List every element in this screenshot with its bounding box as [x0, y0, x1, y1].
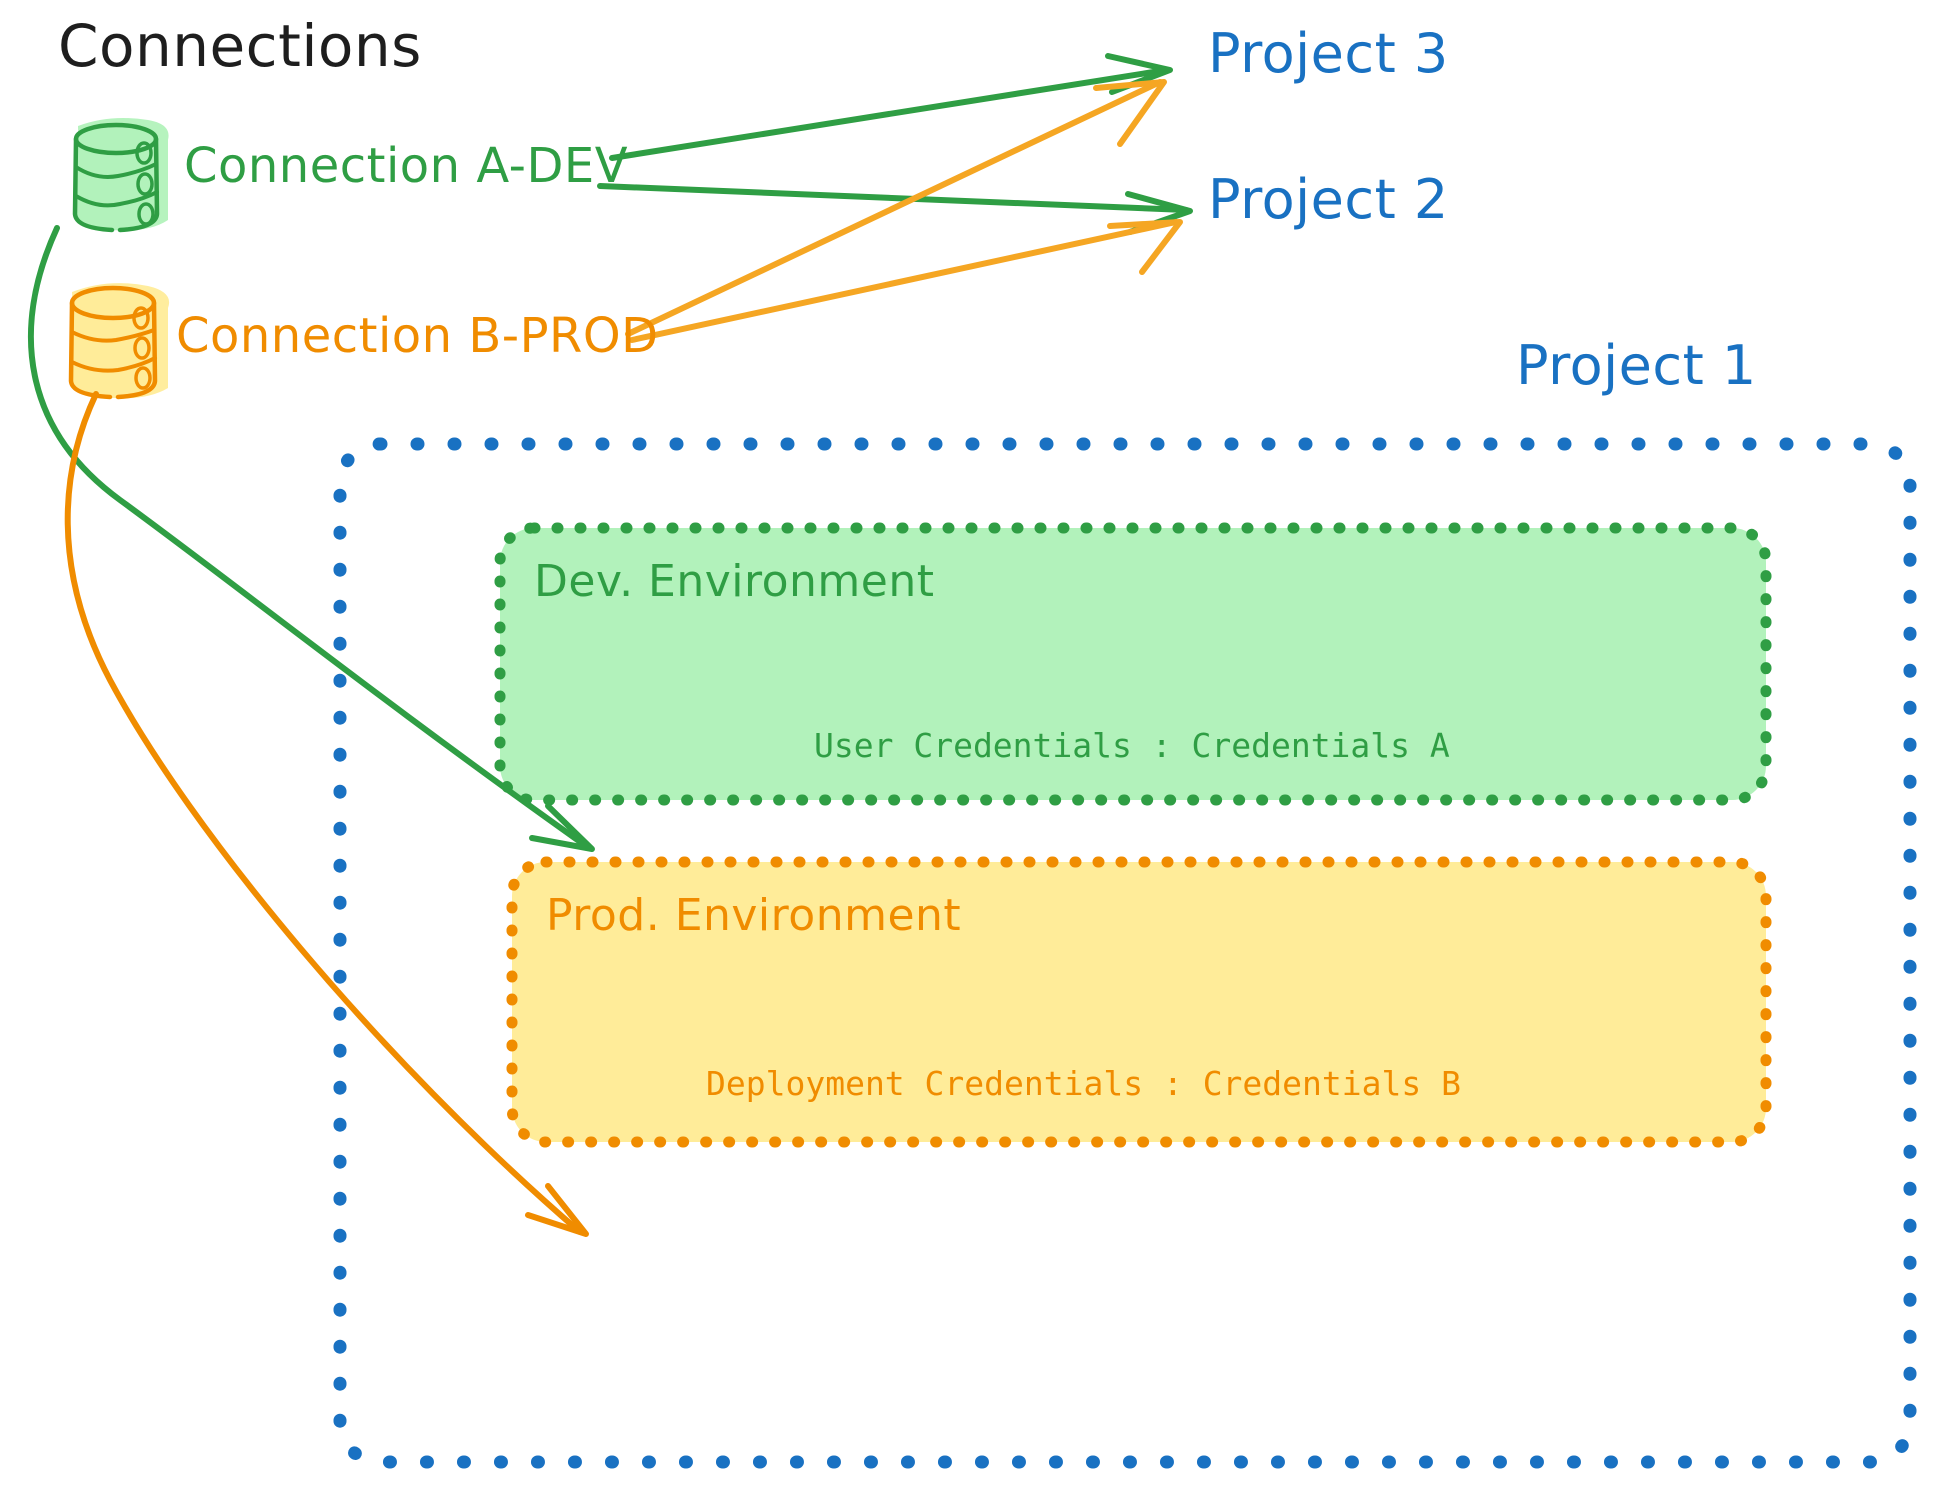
dev-environment-credentials: User Credentials : Credentials A: [814, 726, 1450, 765]
prod-environment-title: Prod. Environment: [546, 890, 962, 941]
cylinder-b-divider-2: [70, 356, 157, 373]
edge-b-prod-to-prod-environment: [64, 391, 589, 1237]
edge-b-prod-to-prod-environment-arrowhead: [525, 1183, 589, 1237]
cylinder-b-right-edge: [115, 300, 158, 400]
project-1-label[interactable]: Project 1: [1516, 334, 1757, 397]
database-cylinder-icon-a-dev[interactable]: [72, 118, 169, 233]
prod-environment-credentials: Deployment Credentials : Credentials B: [706, 1064, 1461, 1103]
cylinder-a-top-edge: [73, 122, 159, 156]
page-title: Connections: [58, 12, 422, 80]
cylinder-a-led-1: [135, 141, 153, 165]
edge-a-dev-to-dev-environment-arrowhead: [529, 803, 595, 852]
edge-a-dev-to-project-3: [609, 53, 1173, 161]
database-cylinder-icon-b-prod[interactable]: [68, 283, 170, 400]
edge-b-prod-to-project-3-line: [625, 79, 1163, 337]
edge-b-prod-to-project-3: [625, 79, 1167, 337]
edge-a-dev-to-project-2-line: [597, 183, 1189, 213]
cylinder-a-divider-2: [74, 190, 159, 208]
dev-environment-title: Dev. Environment: [534, 556, 935, 607]
cylinder-b-top-fill: [72, 289, 154, 319]
cylinder-b-led-1: [132, 306, 150, 330]
edge-a-dev-to-project-3-line: [609, 67, 1169, 161]
cylinder-b-led-3: [134, 366, 152, 390]
project-2-label[interactable]: Project 2: [1208, 168, 1449, 231]
cylinder-b-body-fill: [72, 304, 154, 397]
edge-b-prod-to-prod-environment-line: [64, 391, 583, 1235]
edge-b-prod-to-project-3-arrowhead: [1093, 79, 1167, 147]
cylinder-b-top-edge: [69, 285, 157, 321]
cylinder-b-left-edge: [68, 300, 113, 400]
cylinder-a-led-3: [137, 202, 155, 226]
cylinder-a-divider-1: [74, 162, 158, 179]
project-3-label[interactable]: Project 3: [1208, 22, 1449, 85]
cylinder-a-top-fill: [76, 126, 156, 154]
edge-a-dev-to-project-2: [597, 183, 1193, 235]
cylinder-a-right-edge: [117, 136, 160, 233]
cylinder-a-highlight: [78, 118, 169, 231]
cylinder-b-led-2: [133, 336, 151, 360]
edge-a-dev-to-project-2-arrowhead: [1125, 191, 1193, 235]
connection-a-dev-label[interactable]: Connection A-DEV: [184, 138, 629, 194]
edge-b-prod-to-project-2-line: [629, 219, 1179, 343]
edge-b-prod-to-project-2-arrowhead: [1107, 219, 1183, 275]
cylinder-a-led-2: [136, 172, 154, 196]
cylinder-b-divider-1: [70, 328, 156, 343]
edge-a-dev-to-project-3-arrowhead: [1105, 53, 1173, 95]
connection-b-prod-label[interactable]: Connection B-PROD: [176, 308, 659, 364]
cylinder-a-body-fill: [76, 140, 156, 231]
edge-b-prod-to-project-2: [629, 219, 1183, 343]
cylinder-b-highlight: [72, 283, 170, 399]
cylinder-a-left-edge: [72, 136, 115, 233]
